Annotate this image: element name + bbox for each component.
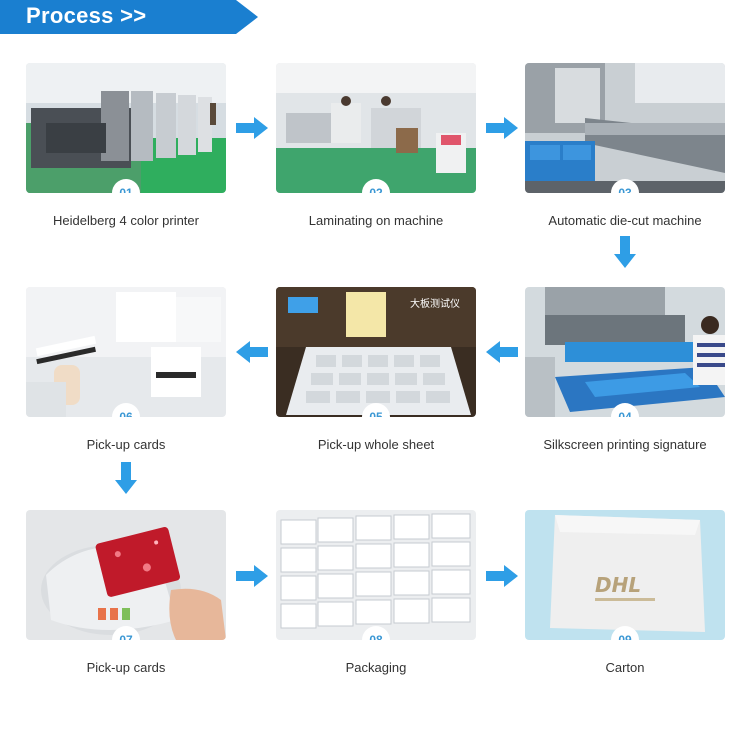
step-03-photo: 03 xyxy=(525,63,725,193)
step-09-number: 09 xyxy=(611,626,639,640)
banner-title: Process >> xyxy=(26,3,147,28)
carton-brand-text: DHL xyxy=(595,573,641,597)
step-08-number: 08 xyxy=(362,626,390,640)
arrow-left-1 xyxy=(236,341,268,363)
step-05-label: Pick-up whole sheet xyxy=(317,437,435,452)
step-01-photo: 01 xyxy=(26,63,226,193)
step-03-number: 03 xyxy=(611,179,639,193)
step-09-label: Carton xyxy=(605,660,645,675)
arrow-right-3 xyxy=(236,565,268,587)
step-03: 03 Automatic die-cut machine xyxy=(525,63,725,228)
step-08-label: Packaging xyxy=(345,660,407,675)
step-06: 06 Pick-up cards xyxy=(26,287,226,452)
arrow-right-2 xyxy=(486,117,518,139)
arrow-right-1 xyxy=(236,117,268,139)
step-02-number: 02 xyxy=(362,179,390,193)
tester-sign-text: 大板测试仪 xyxy=(410,297,460,310)
step-08: 08 Packaging xyxy=(276,510,476,675)
arrow-left-2 xyxy=(486,341,518,363)
step-02-label: Laminating on machine xyxy=(308,213,444,228)
arrow-down-2 xyxy=(115,462,137,494)
step-03-label: Automatic die-cut machine xyxy=(548,213,702,228)
step-09: DHL 09 Carton xyxy=(525,510,725,675)
step-07-label: Pick-up cards xyxy=(86,660,166,675)
arrow-right-4 xyxy=(486,565,518,587)
step-06-number: 06 xyxy=(112,403,140,417)
step-04-label: Silkscreen printing signature xyxy=(543,437,707,452)
step-07-number: 07 xyxy=(112,626,140,640)
step-04-photo: 04 xyxy=(525,287,725,417)
step-02: 02 Laminating on machine xyxy=(276,63,476,228)
step-07: 07 Pick-up cards xyxy=(26,510,226,675)
banner-background xyxy=(0,0,258,34)
step-04: 04 Silkscreen printing signature xyxy=(525,287,725,452)
step-05-photo: 大板测试仪 05 xyxy=(276,287,476,417)
step-06-label: Pick-up cards xyxy=(86,437,166,452)
step-07-photo: 07 xyxy=(26,510,226,640)
step-05-number: 05 xyxy=(362,403,390,417)
step-01-label: Heidelberg 4 color printer xyxy=(53,213,199,228)
step-06-photo: 06 xyxy=(26,287,226,417)
step-04-number: 04 xyxy=(611,403,639,417)
step-09-photo: DHL 09 xyxy=(525,510,725,640)
process-banner: Process >> xyxy=(0,0,258,34)
arrow-down-1 xyxy=(614,236,636,268)
step-01-number: 01 xyxy=(112,179,140,193)
step-02-photo: 02 xyxy=(276,63,476,193)
step-05: 大板测试仪 05 Pick-up whole sheet xyxy=(276,287,476,452)
step-01: 01 Heidelberg 4 color printer xyxy=(26,63,226,228)
step-08-photo: 08 xyxy=(276,510,476,640)
